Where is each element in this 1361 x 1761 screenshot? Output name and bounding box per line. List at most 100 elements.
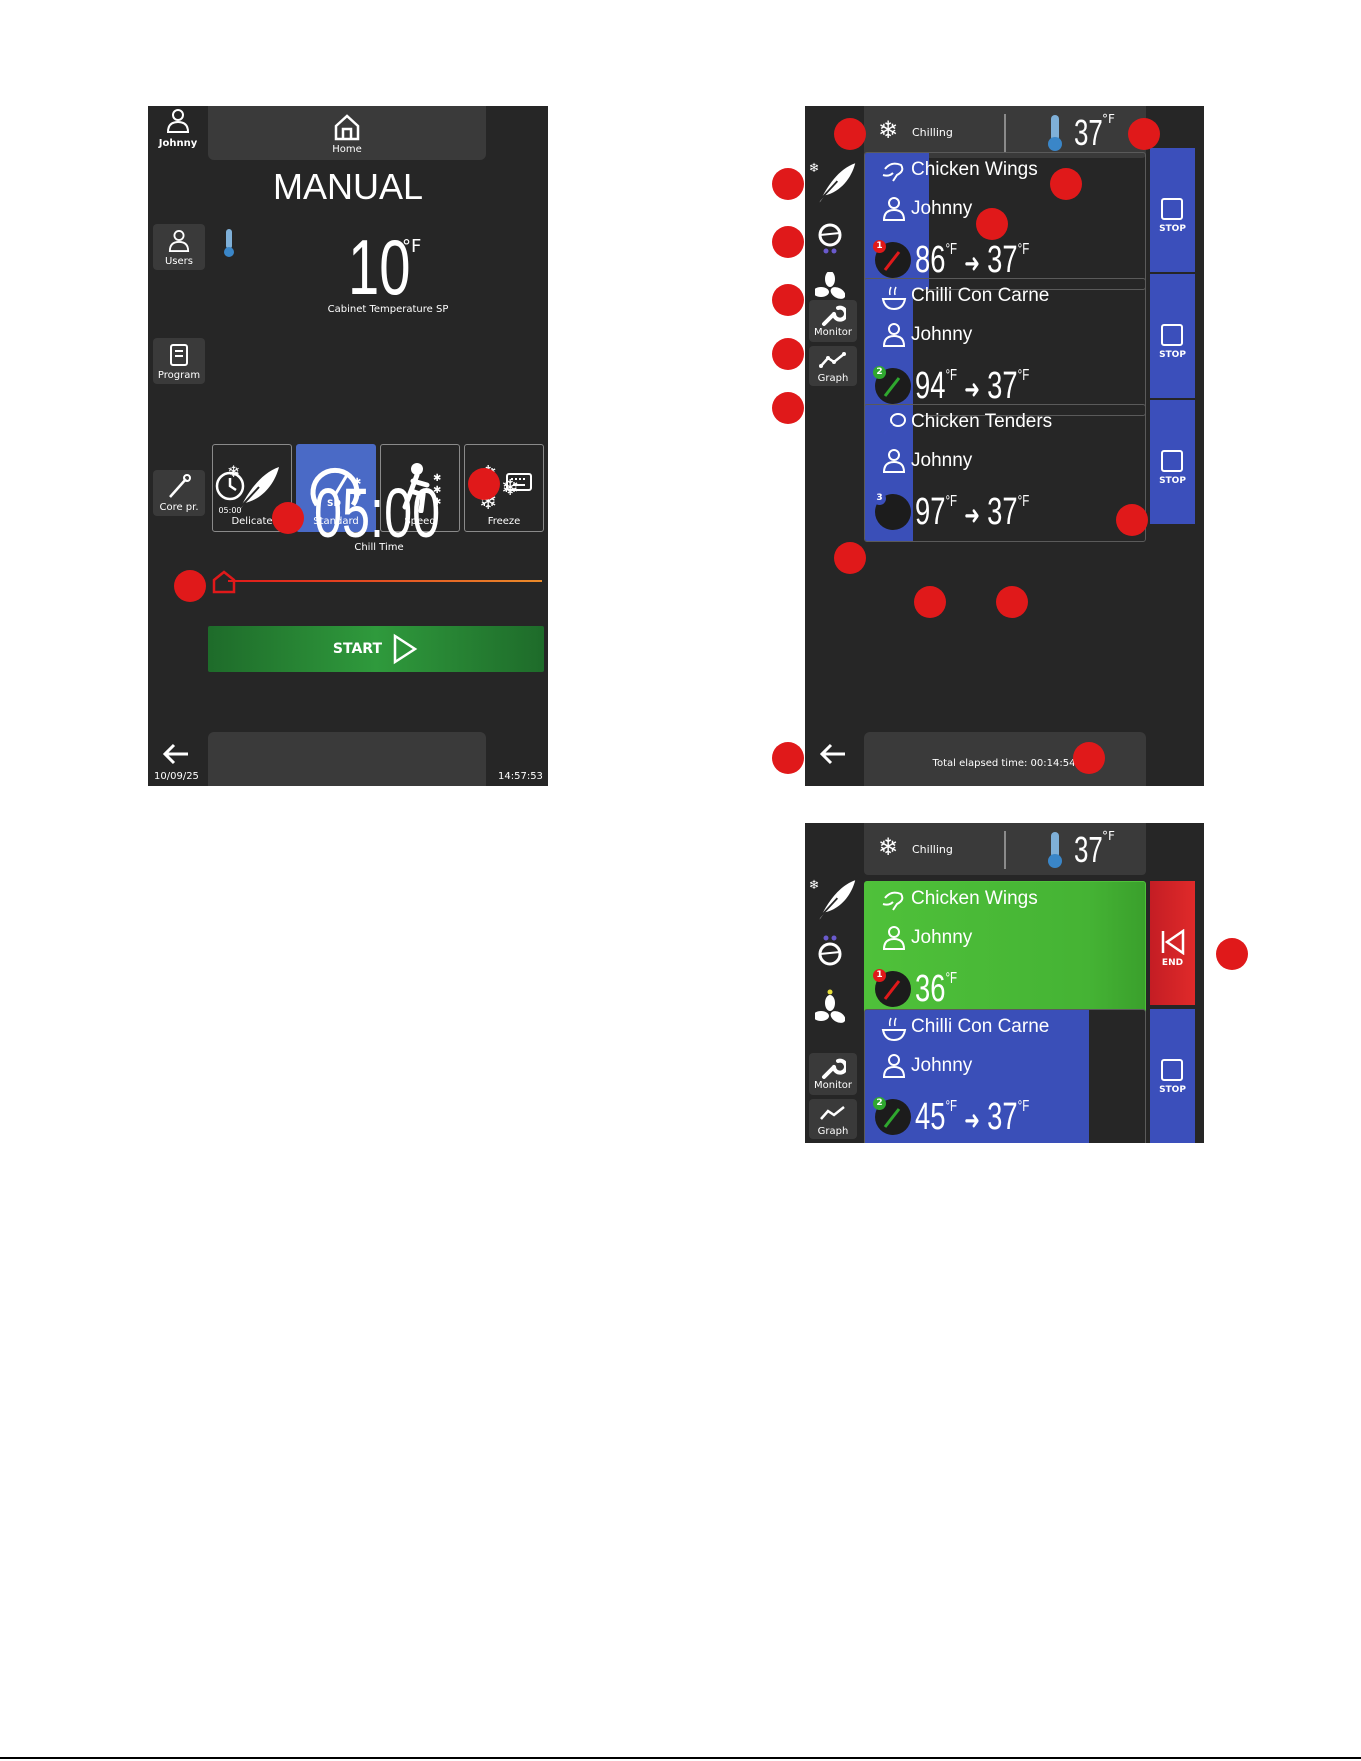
fan-icon <box>815 272 845 308</box>
user-button[interactable]: Johnny <box>156 108 200 156</box>
callout-marker <box>1116 504 1148 536</box>
back-arrow-icon[interactable] <box>162 742 190 766</box>
stop-label: STOP <box>1159 1085 1186 1095</box>
callout-marker <box>976 208 1008 240</box>
end-view-screen: ❄ Chilling 37 °F ❄ Monitor Graph Chicken… <box>805 823 1204 1143</box>
mode-label: Speed <box>404 516 436 527</box>
probe-indicator: 2 <box>873 1097 911 1135</box>
thermometer-icon <box>1048 832 1062 868</box>
svg-text:✱: ✱ <box>433 485 441 496</box>
cabinet-temp-value: 10 <box>348 223 411 311</box>
probe-indicator: 3 <box>873 492 911 530</box>
callout-marker <box>1128 118 1160 150</box>
home-button[interactable]: Home <box>208 106 486 160</box>
callout-marker <box>772 742 804 774</box>
cycle-user: Johnny <box>911 198 973 219</box>
probe-number: 1 <box>873 240 886 253</box>
chill-time-label: Chill Time <box>354 542 404 553</box>
core-probe-icon <box>169 474 191 498</box>
callout-marker <box>174 570 206 602</box>
probe-number: 2 <box>873 1097 886 1110</box>
clock-button[interactable]: 05:00 <box>212 470 248 518</box>
stop-icon <box>1161 1059 1183 1081</box>
callout-marker <box>914 586 946 618</box>
clock-icon <box>215 471 245 501</box>
manual-screen: Johnny Home MANUAL Users 10 °F Cabinet T… <box>148 106 548 786</box>
cycle-user: Johnny <box>911 1055 973 1076</box>
keyboard-icon[interactable] <box>506 472 532 492</box>
mode-speed-button[interactable]: ✱✱✱ Speed <box>380 444 460 532</box>
stop-button[interactable]: STOP <box>1150 148 1195 272</box>
fan-icon <box>815 989 845 1023</box>
snowflake-icon: ❄ <box>878 833 899 861</box>
svg-text:✱: ✱ <box>353 477 361 488</box>
skip-back-icon <box>1161 928 1184 956</box>
monitor-screen: ❄ Chilling 37 °F ❄ Monitor Graph Chicken… <box>805 106 1204 786</box>
graph-icon <box>819 352 846 368</box>
graph-button[interactable]: Graph <box>809 1099 857 1139</box>
chicken-wings-icon <box>882 891 904 911</box>
play-icon <box>393 633 418 665</box>
time-label: 14:57:53 <box>498 771 543 782</box>
callout-marker <box>272 502 304 534</box>
cabinet-temp-value: 37 <box>1074 112 1103 153</box>
elapsed-bar: Total elapsed time: 00:14:54 <box>864 732 1146 786</box>
user-name: Johnny <box>158 138 198 149</box>
probe-indicator: 1 <box>873 969 911 1007</box>
chill-time-value[interactable]: 05:00 <box>314 474 441 552</box>
cycle-user: Johnny <box>911 324 973 345</box>
monitor-button[interactable]: Monitor <box>809 1053 857 1095</box>
elapsed-time-label: Total elapsed time: 00:14:54 <box>932 758 1076 769</box>
wrench-icon <box>822 1058 848 1079</box>
status-bar: ❄ Chilling 37 °F <box>864 106 1146 158</box>
temperature-curve-slider[interactable] <box>212 568 544 596</box>
stop-button[interactable]: STOP <box>1150 400 1195 524</box>
cycle-temps: 86°F➜37°F <box>915 239 1030 281</box>
stop-icon <box>1161 450 1183 472</box>
mode-badge: SD <box>327 499 341 509</box>
cycle-card-done[interactable]: Chicken Wings Johnny 1 36°F <box>864 881 1146 1019</box>
back-arrow-icon[interactable] <box>819 742 847 766</box>
mode-standard-button[interactable]: ✱✱ SD Standard <box>296 444 376 532</box>
monitor-label: Monitor <box>813 1080 852 1091</box>
core-probe-icon <box>883 980 901 1000</box>
end-button[interactable]: END <box>1150 881 1195 1005</box>
start-button[interactable]: START <box>208 626 544 672</box>
svg-text:❄: ❄ <box>809 877 819 892</box>
graph-button[interactable]: Graph <box>809 346 857 386</box>
divider <box>1004 114 1006 152</box>
user-icon <box>882 926 906 950</box>
users-button[interactable]: Users <box>153 224 205 270</box>
cycle-name: Chilli Con Carne <box>911 1016 1050 1037</box>
program-button[interactable]: Program <box>153 338 205 384</box>
user-icon <box>882 197 906 221</box>
cycle-card[interactable]: Chilli Con Carne Johnny 2 45°F➜37°F <box>864 1009 1146 1143</box>
cycle-temps: 45°F➜37°F <box>915 1096 1030 1138</box>
core-probe-icon <box>883 1108 901 1128</box>
graph-label: Graph <box>817 1126 849 1137</box>
stop-button[interactable]: STOP <box>1150 1009 1195 1143</box>
users-label: Users <box>164 256 193 267</box>
core-probe-button[interactable]: Core pr. <box>153 470 205 516</box>
status-label: Chilling <box>912 843 953 856</box>
users-icon <box>168 230 190 252</box>
svg-text:❄: ❄ <box>501 476 519 501</box>
snowflake-icon: ❄ <box>878 116 899 144</box>
status-bar: ❄ Chilling 37 °F <box>864 823 1146 875</box>
cabinet-temp-unit: °F <box>402 236 422 257</box>
stop-label: STOP <box>1159 350 1186 360</box>
stop-button[interactable]: STOP <box>1150 274 1195 398</box>
bottom-bar <box>208 732 486 786</box>
page-title: MANUAL <box>272 166 424 207</box>
monitor-button[interactable]: Monitor <box>809 300 857 342</box>
callout-marker <box>468 468 500 500</box>
core-probe-icon <box>883 377 901 397</box>
cabinet-temp-unit: °F <box>1102 829 1115 843</box>
drumstick-icon <box>883 413 906 435</box>
callout-marker <box>772 226 804 258</box>
graph-icon <box>820 1106 845 1120</box>
evaporator-icon <box>818 223 842 254</box>
